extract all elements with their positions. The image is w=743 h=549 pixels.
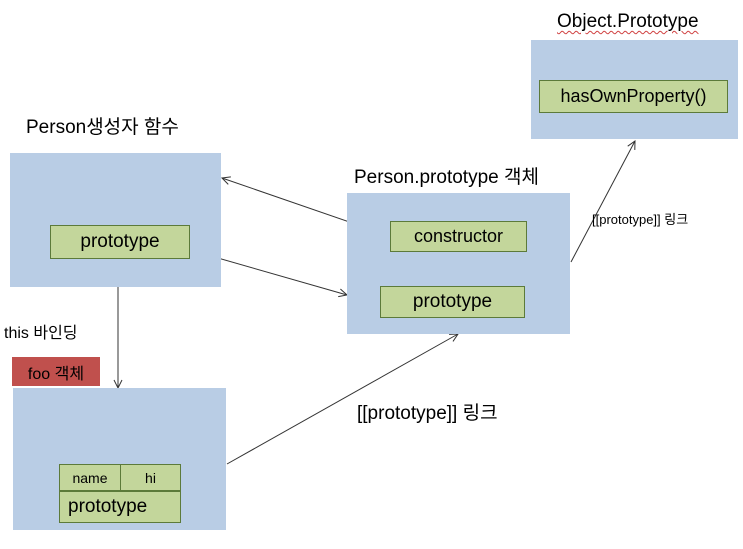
arrow-foo-to-person-prototype — [226, 334, 458, 465]
foo-name-key-cell: name — [59, 464, 121, 491]
object-prototype-title: Object.Prototype — [557, 11, 699, 32]
foo-object-tag: foo 객체 — [12, 357, 100, 386]
person-prototype-title: Person.prototype 객체 — [354, 167, 539, 188]
foo-name-value-cell: hi — [120, 464, 181, 491]
this-binding-label: this 바인딩 — [4, 325, 78, 342]
object-prototype-box: hasOwnProperty() — [531, 40, 738, 139]
has-own-property-slot: hasOwnProperty() — [539, 80, 728, 113]
arrow-person-prototype-to-object-prototype — [570, 141, 635, 263]
person-prototype-box: constructor prototype — [347, 193, 570, 334]
person-constructor-box: prototype — [10, 153, 221, 287]
proto-link-lower-label: [[prototype]] 링크 — [357, 403, 498, 424]
person-constructor-title: Person생성자 함수 — [26, 117, 179, 138]
person-prototype-proto-slot: prototype — [380, 286, 525, 318]
foo-object-box: name hi prototype — [13, 388, 226, 530]
foo-prototype-slot: prototype — [59, 491, 181, 523]
person-prototype-slot: prototype — [50, 225, 190, 259]
proto-link-upper-label: [[prototype]] 링크 — [592, 212, 689, 227]
constructor-slot: constructor — [390, 221, 527, 252]
